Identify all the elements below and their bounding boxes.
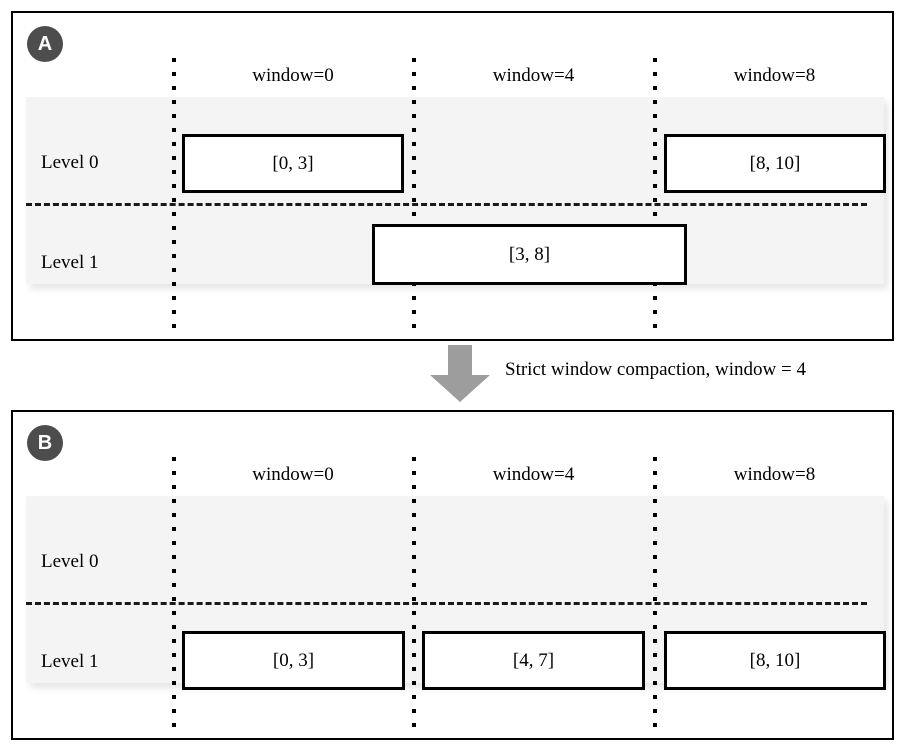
panel-b-level-label-0: Level 0 [41, 551, 99, 572]
run-box[interactable]: [0, 3] [182, 631, 405, 690]
panel-a-column-label-2: window=8 [733, 65, 816, 86]
panel-b: B window=0 window=4 window=8 Level 0 Lev… [11, 410, 894, 740]
panel-a-column-divider-0 [172, 58, 176, 328]
panel-b-column-label-0: window=0 [252, 464, 334, 485]
run-box[interactable]: [0, 3] [182, 134, 404, 193]
panel-a-badge: A [27, 26, 63, 62]
panel-b-level-separator [26, 602, 867, 605]
transition-caption: Strict window compaction, window = 4 [505, 359, 806, 380]
transition-region: Strict window compaction, window = 4 [0, 341, 906, 410]
panel-a-column-divider-1 [412, 58, 416, 328]
panel-b-column-label-2: window=8 [733, 464, 816, 485]
panel-b-level-label-1: Level 1 [41, 651, 99, 672]
panel-a-level-label-0: Level 0 [41, 152, 99, 173]
panel-a-level-label-1: Level 1 [41, 252, 99, 273]
arrow-shaft [448, 345, 472, 375]
panel-b-column-label-1: window=4 [492, 464, 575, 485]
run-box[interactable]: [3, 8] [372, 224, 687, 285]
panel-b-column-divider-0 [172, 457, 176, 727]
run-box[interactable]: [8, 10] [664, 631, 886, 690]
panel-a: A window=0 window=4 window=8 Level 0 Lev… [11, 11, 894, 341]
panel-a-column-label-0: window=0 [252, 65, 334, 86]
run-box[interactable]: [8, 10] [664, 134, 886, 193]
run-box[interactable]: [4, 7] [422, 631, 645, 690]
panel-b-badge: B [27, 425, 63, 461]
panel-a-level-separator [26, 203, 867, 206]
arrow-down-icon [430, 345, 490, 402]
arrow-head [430, 375, 490, 402]
panel-b-column-divider-1 [412, 457, 416, 727]
panel-a-column-label-1: window=4 [492, 65, 575, 86]
panel-b-column-divider-2 [653, 457, 657, 727]
panel-a-column-divider-2 [653, 58, 657, 328]
